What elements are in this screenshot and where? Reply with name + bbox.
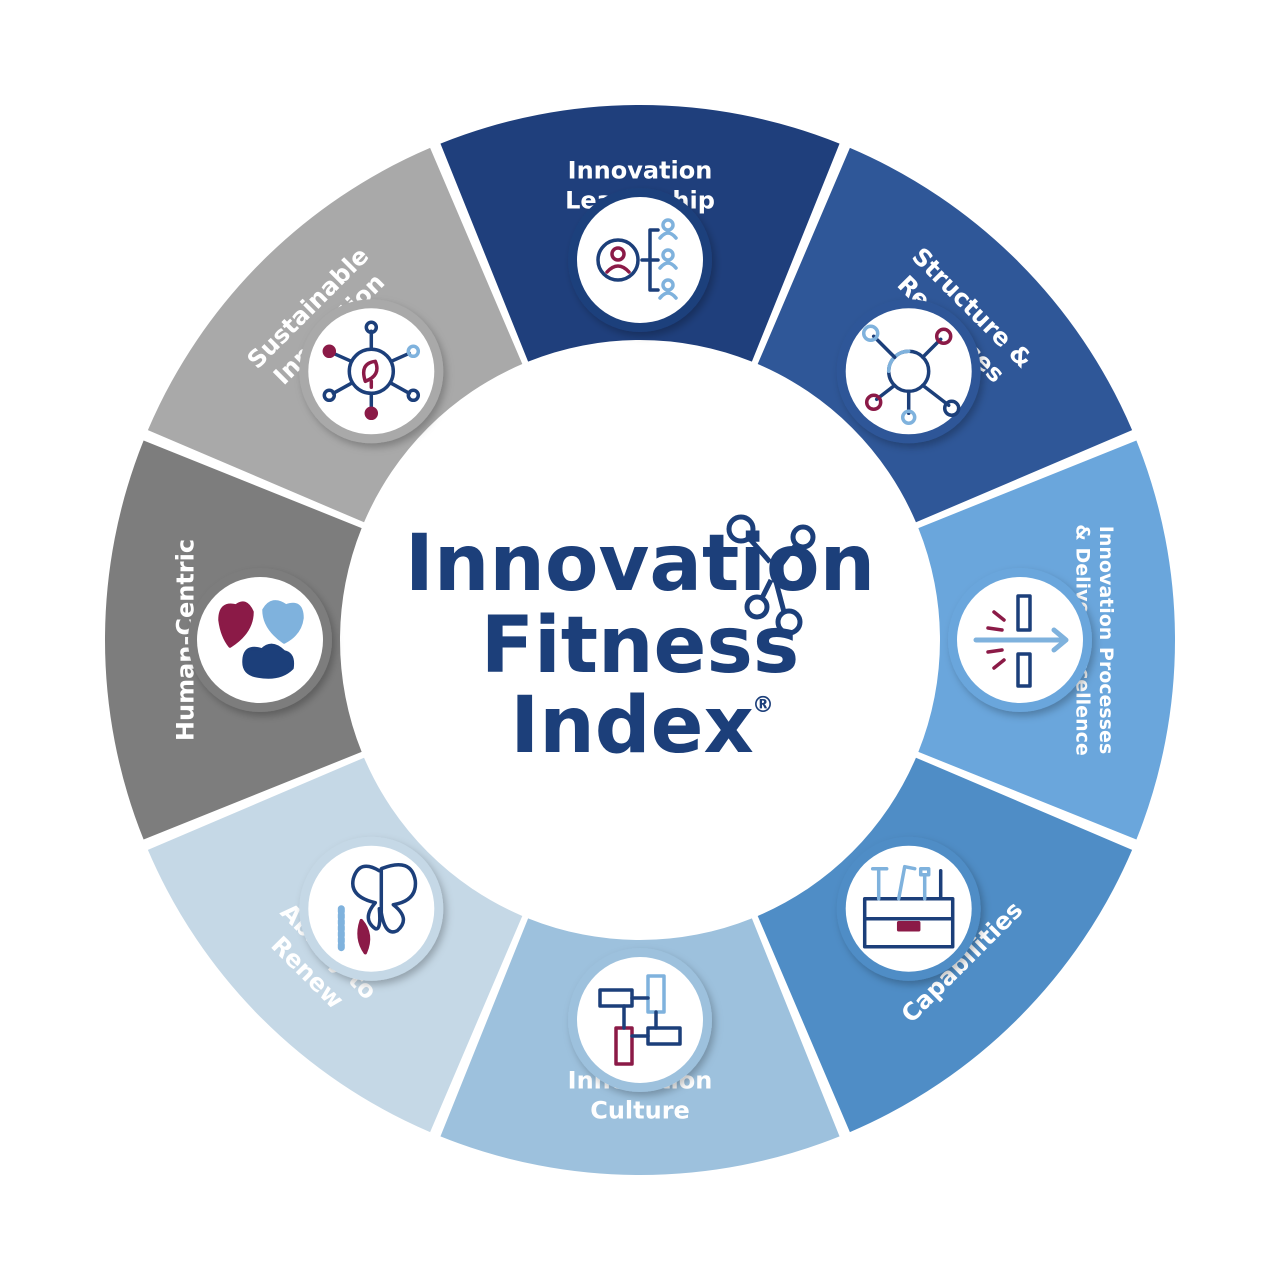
butterfly-metamorphosis-icon [337,863,418,955]
network-nodes-icon [861,324,961,426]
center-title-line1: Innovation [405,519,875,609]
center-title: Innovation Fitness Index ® [405,514,875,771]
icon-badge-ability-to-renew [299,836,444,981]
sustainable-network-icon [322,320,421,421]
icon-badge-innovation-leadership [568,188,712,332]
icon-badge-human-centric [188,568,332,712]
segment-label-line: Culture [590,1096,690,1124]
center-title-line3: Index [510,681,754,771]
icon-disc [577,957,703,1083]
center-title-line2: Fitness [481,601,800,691]
joined-hands-icon [598,974,682,1066]
icon-badge-sustainable-innovation [299,299,444,444]
icon-badge-structure-resources [836,299,981,444]
icon-disc [577,197,703,323]
icon-disc [308,308,435,435]
icon-badge-innovation-culture [568,948,712,1092]
molecule-ornament-icon [726,514,816,636]
leadership-org-chart-icon [596,218,678,300]
icons-layer [188,188,1092,1092]
icon-badge-innovation-processes [948,568,1092,712]
people-hearts-icon [218,600,304,679]
segment-label-line: Innovation [568,156,713,184]
toolbox-icon [862,864,955,949]
registered-mark: ® [752,693,774,718]
icon-badge-capabilities [836,836,981,981]
segment-label-line: Innovation Processes [1095,526,1117,754]
breakthrough-arrow-icon [973,594,1069,688]
icon-disc [197,577,323,703]
